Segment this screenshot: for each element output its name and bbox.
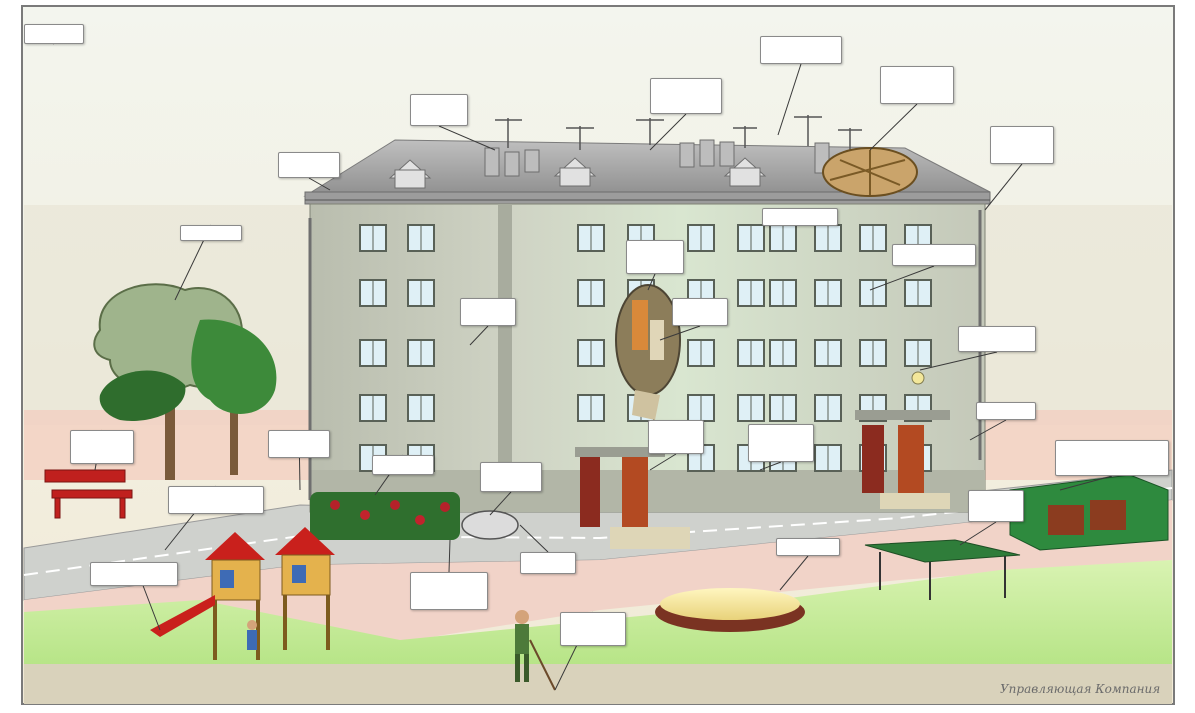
wall-seam bbox=[498, 204, 512, 512]
callout-porch-leader bbox=[969, 419, 1007, 441]
drain-well bbox=[461, 510, 519, 540]
callout-tree-trimming bbox=[180, 225, 242, 241]
callout-porch bbox=[976, 402, 1036, 420]
callout-facade-center-leader bbox=[869, 265, 935, 291]
callout-facade-center bbox=[892, 244, 976, 266]
callout-icicles bbox=[762, 208, 838, 226]
signature: Управляющая Компания bbox=[1000, 682, 1161, 696]
callout-sidewalk-repair bbox=[480, 462, 542, 492]
callout-attic-cleaning-leader bbox=[308, 177, 331, 191]
callout-facade-left-leader bbox=[469, 325, 489, 346]
callout-territory-cleaning bbox=[968, 490, 1024, 522]
callout-lighting bbox=[268, 430, 330, 458]
callout-tennis-table-leader bbox=[1059, 475, 1113, 491]
entrance-right bbox=[855, 410, 950, 509]
facade-cutaway bbox=[615, 284, 681, 420]
entrance-left bbox=[575, 447, 690, 549]
antennas bbox=[495, 115, 862, 150]
callout-roof-top bbox=[760, 36, 842, 64]
callout-entrance-door bbox=[748, 424, 814, 462]
tennis-table bbox=[864, 539, 1021, 600]
callout-intercom-leader bbox=[919, 351, 998, 371]
callout-facade-left bbox=[460, 298, 516, 326]
callout-flowerbeds bbox=[372, 455, 434, 475]
callout-roof-equipment bbox=[650, 78, 722, 114]
child bbox=[247, 620, 257, 650]
callout-roof-equipment-leader bbox=[649, 113, 687, 151]
callout-bench-install bbox=[70, 430, 134, 464]
callout-entrance-common-leader bbox=[647, 273, 656, 291]
callout-sidewalk-repair-leader bbox=[489, 491, 512, 516]
callout-playground-repair-leader bbox=[519, 524, 549, 553]
callout-roof-cleaning bbox=[410, 94, 468, 126]
callout-facade-repair bbox=[672, 298, 728, 326]
callout-playground bbox=[90, 562, 178, 586]
worker bbox=[515, 610, 556, 691]
callout-playground-repair bbox=[520, 552, 576, 574]
callout-gutter bbox=[990, 126, 1054, 164]
bottom-strip bbox=[24, 664, 1172, 704]
callout-roof-top-leader bbox=[777, 63, 802, 136]
callout-path-repair bbox=[776, 538, 840, 556]
playground bbox=[150, 527, 335, 660]
callout-drain-wells-leader bbox=[448, 539, 451, 573]
callout-path-repair-leader bbox=[779, 555, 809, 591]
sandbox bbox=[655, 588, 805, 632]
callout-drain-wells bbox=[410, 572, 488, 610]
callout-lawn-care bbox=[168, 486, 264, 514]
callout-intercom bbox=[958, 326, 1036, 352]
callout-entrance-common bbox=[626, 240, 684, 274]
entrance-lamp bbox=[911, 371, 925, 385]
flowerbed bbox=[310, 492, 460, 540]
callout-entrance-door-leader bbox=[759, 461, 782, 471]
callout-roof-fence-leader bbox=[869, 103, 918, 151]
callout-facade-repair-leader bbox=[659, 325, 701, 341]
callout-gutter-leader bbox=[984, 163, 1023, 211]
callout-entrance-repair-leader bbox=[649, 453, 677, 471]
dormers bbox=[388, 157, 767, 189]
callout-attic-cleaning bbox=[278, 152, 340, 178]
callout-sandbox bbox=[560, 612, 626, 646]
callout-waste-removal bbox=[24, 24, 84, 44]
lawn bbox=[24, 560, 1172, 668]
tree bbox=[93, 283, 277, 480]
bench bbox=[44, 469, 133, 519]
callout-entrance-repair bbox=[648, 420, 704, 454]
windows bbox=[359, 224, 932, 472]
garbage-area bbox=[1009, 474, 1169, 551]
attic-cutaway bbox=[822, 147, 918, 197]
callout-roof-cleaning-leader bbox=[438, 125, 496, 151]
callout-territory-cleaning-leader bbox=[959, 521, 997, 546]
callout-tennis-table bbox=[1055, 440, 1169, 476]
callout-roof-fence bbox=[880, 66, 954, 104]
